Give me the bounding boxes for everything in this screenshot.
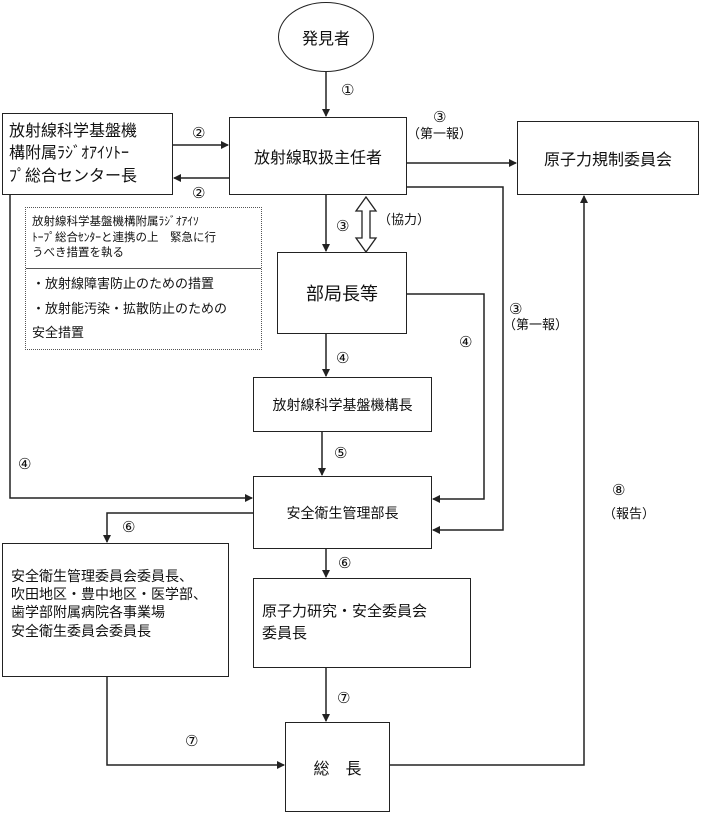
label-step4-left: ④ bbox=[18, 455, 32, 473]
measures-item: ・放射線障害防止のための措置 bbox=[32, 277, 215, 292]
node-nra: 原子力規制委員会 bbox=[517, 121, 699, 195]
node-nuclear-committee-chair: 原子力研究・安全委員会 委員長 bbox=[253, 578, 471, 668]
arrow-officer-to-safety bbox=[407, 186, 504, 534]
measures-item: ・放射能汚染・拡散防止のための bbox=[32, 301, 228, 317]
arrow-president-to-nra bbox=[390, 195, 588, 766]
label-step2-from-center: ② bbox=[192, 184, 206, 202]
president-label: 総 長 bbox=[313, 759, 362, 778]
label-first-report-nra: （第一報） bbox=[407, 127, 473, 142]
ri-center-line-2: 構附属ﾗｼﾞｵｱｲｿﾄｰ bbox=[9, 143, 130, 163]
label-cooperation: （協力） bbox=[378, 213, 431, 228]
measures-header-line-3: うべき措置を執る bbox=[32, 245, 124, 260]
node-safety-committee-chairs: 安全衛生管理委員会委員長、 吹田地区・豊中地区・医学部、 歯学部附属病院各事業場… bbox=[2, 543, 229, 677]
nuclear-committee-line: 委員長 bbox=[262, 623, 308, 642]
measures-list: ・放射線障害防止のための措置 ・放射能汚染・拡散防止のための 安全措置 bbox=[26, 269, 261, 351]
radiation-officer-label: 放射線取扱主任者 bbox=[253, 148, 382, 167]
measures-header: 放射線科学基盤機構附属ﾗｼﾞｵｱｲｿ ﾄｰﾌﾟ総合ｾﾝﾀｰと連携の上 緊急に行 … bbox=[26, 208, 261, 269]
label-step6-nuclear: ⑥ bbox=[338, 554, 352, 572]
department-heads-label: 部局長等 bbox=[306, 284, 378, 305]
label-step3-nra: ③ bbox=[433, 108, 447, 126]
label-step4-dept-safety: ④ bbox=[459, 333, 473, 351]
node-ri-center-director: 放射線科学基盤機 構附属ﾗｼﾞｵｱｲｿﾄｰ ﾌﾟ総合センター長 bbox=[2, 113, 173, 195]
nra-label: 原子力規制委員会 bbox=[543, 150, 672, 169]
ri-center-line-1: 放射線科学基盤機 bbox=[9, 121, 138, 140]
label-step7-left: ⑦ bbox=[185, 732, 199, 750]
label-step3-safety: ③ bbox=[509, 300, 523, 318]
radiation-institute-label: 放射線科学基盤機構長 bbox=[272, 397, 413, 414]
label-step8: ⑧ bbox=[612, 481, 626, 499]
committee-line: 吹田地区・豊中地区・医学部、 bbox=[11, 587, 207, 604]
measures-box: 放射線科学基盤機構附属ﾗｼﾞｵｱｲｿ ﾄｰﾌﾟ総合ｾﾝﾀｰと連携の上 緊急に行 … bbox=[25, 207, 262, 350]
measures-item: 安全措置 bbox=[32, 326, 85, 342]
committee-line: 歯学部附属病院各事業場 bbox=[11, 605, 165, 622]
label-step2-to-center: ② bbox=[192, 124, 206, 142]
arrow-dept-to-safety bbox=[407, 293, 485, 503]
label-first-report-safety: （第一報） bbox=[503, 318, 569, 333]
measures-header-line-2: ﾄｰﾌﾟ総合ｾﾝﾀｰと連携の上 緊急に行 bbox=[32, 229, 216, 244]
label-step3-dept: ③ bbox=[336, 217, 350, 235]
committee-line: 安全衛生管理委員会委員長、 bbox=[11, 569, 193, 585]
label-step6-left: ⑥ bbox=[122, 518, 136, 536]
label-step4-institute: ④ bbox=[336, 349, 350, 367]
label-report: （報告） bbox=[603, 507, 656, 522]
node-department-heads: 部局長等 bbox=[277, 252, 407, 334]
arrow-committees-to-president bbox=[106, 677, 285, 769]
node-discoverer: 発見者 bbox=[278, 2, 374, 72]
ri-center-line-3: ﾌﾟ総合センター長 bbox=[9, 165, 138, 185]
arrow-left-to-safety bbox=[9, 195, 253, 502]
node-radiation-officer: 放射線取扱主任者 bbox=[229, 117, 407, 195]
node-radiation-institute-director: 放射線科学基盤機構長 bbox=[253, 377, 432, 432]
measures-header-line-1: 放射線科学基盤機構附属ﾗｼﾞｵｱｲｿ bbox=[32, 214, 199, 228]
label-step5: ⑤ bbox=[334, 444, 348, 462]
safety-director-label: 安全衛生管理部長 bbox=[286, 505, 399, 522]
node-safety-director: 安全衛生管理部長 bbox=[253, 476, 432, 549]
nuclear-committee-line: 原子力研究・安全委員会 bbox=[262, 602, 428, 620]
node-president: 総 長 bbox=[285, 722, 390, 812]
discoverer-label: 発見者 bbox=[301, 29, 350, 48]
arrow-safety-to-committees bbox=[103, 512, 253, 543]
label-step1: ① bbox=[341, 81, 355, 99]
committee-line: 安全衛生委員会委員長 bbox=[11, 623, 151, 640]
label-step7-nuclear: ⑦ bbox=[337, 689, 351, 707]
cooperation-double-arrow bbox=[354, 195, 378, 254]
